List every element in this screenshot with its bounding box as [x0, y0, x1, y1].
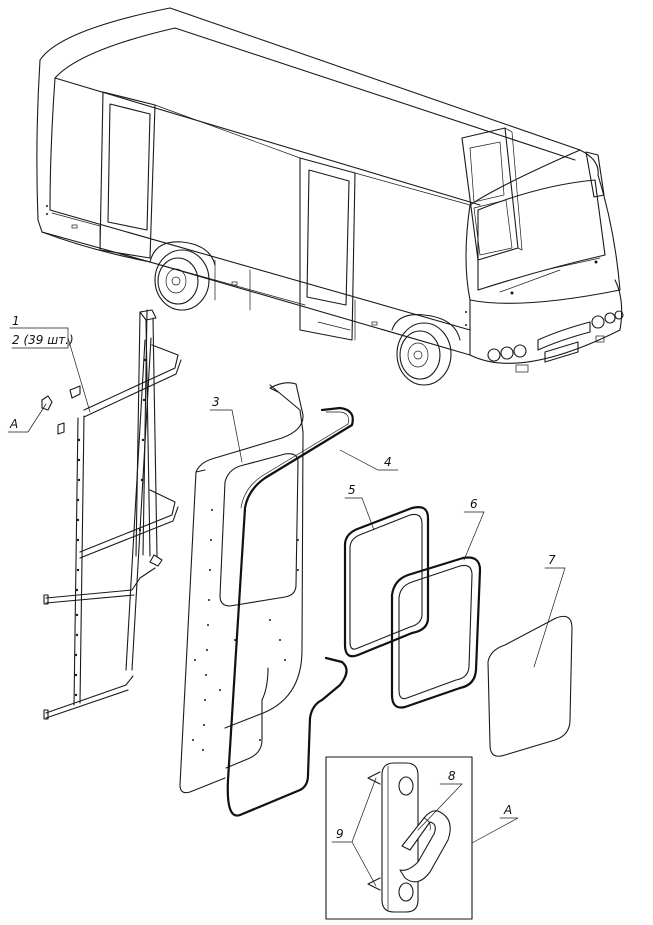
frame-bolts — [74, 358, 147, 697]
label-part-7: 7 — [548, 553, 556, 567]
seal-profile-4 — [226, 406, 354, 817]
callout-labels: 1 2 (39 шт.) A 3 4 5 6 7 8 9 A — [9, 314, 556, 841]
label-view-a-detail: A — [503, 803, 512, 817]
label-part-2: 2 (39 шт.) — [12, 333, 74, 347]
label-part-6: 6 — [470, 497, 478, 511]
label-part-4: 4 — [384, 455, 392, 469]
inner-panel-3 — [179, 382, 304, 794]
label-part-1: 1 — [12, 314, 20, 328]
detail-a-view — [325, 756, 473, 920]
frame-assembly — [41, 309, 182, 720]
label-part-8: 8 — [448, 769, 456, 783]
label-view-a-left: A — [9, 417, 18, 431]
label-part-5: 5 — [348, 483, 356, 497]
window-glass-7 — [487, 615, 573, 757]
window-seal-5 — [343, 506, 430, 658]
leader-lines — [7, 327, 566, 887]
panel-rivets — [192, 509, 299, 751]
label-part-3: 3 — [212, 395, 220, 409]
clip-a-small — [41, 395, 53, 411]
label-part-9: 9 — [336, 827, 344, 841]
bus-drawing — [36, 7, 624, 386]
window-frame-6 — [390, 556, 482, 709]
